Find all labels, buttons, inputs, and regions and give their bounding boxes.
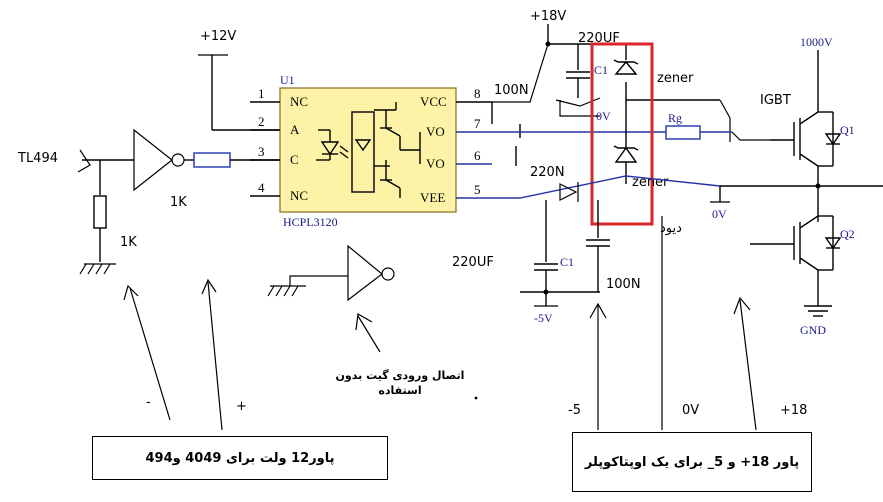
unused-inverter-gate — [347, 244, 383, 302]
arrow-gate-head-icon — [355, 313, 373, 331]
q2-label: Q2 — [840, 227, 855, 241]
cap220n-label: 220N — [530, 165, 565, 180]
minus5v-label: -5V — [534, 311, 553, 325]
arrow-plus-line — [207, 281, 223, 431]
resistor-1k-series — [193, 152, 231, 168]
zero-v-mid-label: 0V — [712, 207, 727, 221]
pin-number-3: 3 — [258, 144, 265, 159]
inverter-gate-4049 — [133, 128, 173, 192]
plus12v-label: +12V — [200, 29, 236, 44]
arrow-minus5-head-icon — [589, 302, 607, 319]
arrow-minus-line — [129, 287, 171, 421]
zero-v-bot-label: 0V — [682, 403, 699, 418]
cap100n-bot-label: 100N — [606, 277, 641, 292]
ground-icon-left — [79, 263, 116, 275]
pin-label-nc1: NC — [290, 94, 308, 109]
input-arrow-icon — [77, 149, 91, 173]
chip-part-name: HCPL3120 — [283, 215, 338, 229]
chip-designator: U1 — [280, 73, 295, 87]
arrow-gate-line — [357, 315, 381, 353]
pin-number-8: 8 — [474, 86, 481, 101]
rg-label: Rg — [668, 111, 682, 125]
q1-label: Q1 — [840, 123, 855, 137]
igbt-label: IGBT — [760, 93, 791, 108]
pin-number-6: 6 — [474, 148, 481, 163]
plus-sign-label: + — [236, 399, 247, 414]
pin-label-vo1: VO — [426, 124, 445, 139]
cap220uf-bot-label: 220UF — [452, 255, 494, 270]
igbt-q2-icon — [750, 215, 842, 271]
pin-number-2: 2 — [258, 114, 265, 129]
chip-internal-driver-icon — [351, 102, 421, 198]
pin-number-4: 4 — [258, 180, 265, 195]
zener-diode-top-icon — [613, 59, 639, 75]
pin-number-7: 7 — [474, 116, 481, 131]
minus-sign-label: - — [146, 395, 151, 410]
power-18-5-note-box: پاور 18+ و 5_ برای یک اوپتاکوپلر — [572, 432, 812, 492]
zener-highlight-box — [590, 42, 654, 226]
pin-number-1: 1 — [258, 86, 265, 101]
resistor-1k-vertical — [93, 195, 107, 229]
gnd-label: GND — [800, 323, 826, 337]
ground-icon-igbt — [804, 305, 832, 317]
resistor-1k-label-a: 1K — [170, 195, 187, 210]
pin-label-nc4: NC — [290, 188, 308, 203]
resistor-1k-label-b: 1K — [120, 235, 137, 250]
pin-label-vee: VEE — [420, 190, 445, 205]
v1000-label: 1000V — [800, 35, 833, 49]
plus18v-label: +18V — [530, 9, 566, 24]
cap100n-top-label: 100N — [494, 83, 529, 98]
zener-mid-label: zener — [632, 175, 669, 190]
cap220uf-top-label: 220UF — [578, 31, 620, 46]
unused-gate-note: اتصال ورودی گیت بدون استفاده — [335, 369, 465, 397]
cap-c1-bot-label: C1 — [560, 255, 574, 269]
handwritten-side-note: دیود — [660, 221, 682, 236]
igbt-q1-icon — [770, 111, 842, 167]
chip-internal-led-icon — [316, 129, 349, 161]
zero-v-top-label: 0V — [596, 109, 611, 123]
arrow-minus-head-icon — [123, 284, 139, 301]
power-12v-note-box: پاور12 ولت برای 4049 و494 — [92, 436, 388, 480]
pin-number-5: 5 — [474, 182, 481, 197]
plus18-label: +18 — [780, 403, 807, 418]
pin-label-c: C — [290, 152, 299, 167]
zener-diode-mid-icon — [613, 132, 639, 184]
ground-icon-mid — [267, 285, 306, 297]
pin-label-vcc: VCC — [420, 94, 447, 109]
tl494-label: TL494 — [17, 151, 58, 166]
arrow-plus18-line — [739, 299, 757, 431]
small-diode-icon — [559, 183, 578, 201]
arrow-plus-head-icon — [201, 278, 217, 295]
minus5-label: -5 — [568, 403, 581, 418]
pin-label-vo2: VO — [426, 156, 445, 171]
unused-inverter-bubble — [381, 267, 395, 281]
arrow-plus18-head-icon — [733, 296, 751, 315]
gate-resistor-rg — [665, 125, 701, 140]
zener-top-label: zener — [657, 71, 694, 86]
pin-label-a: A — [290, 122, 300, 137]
cap-c1-top-label: C1 — [594, 63, 608, 77]
inverter-bubble — [171, 153, 185, 167]
